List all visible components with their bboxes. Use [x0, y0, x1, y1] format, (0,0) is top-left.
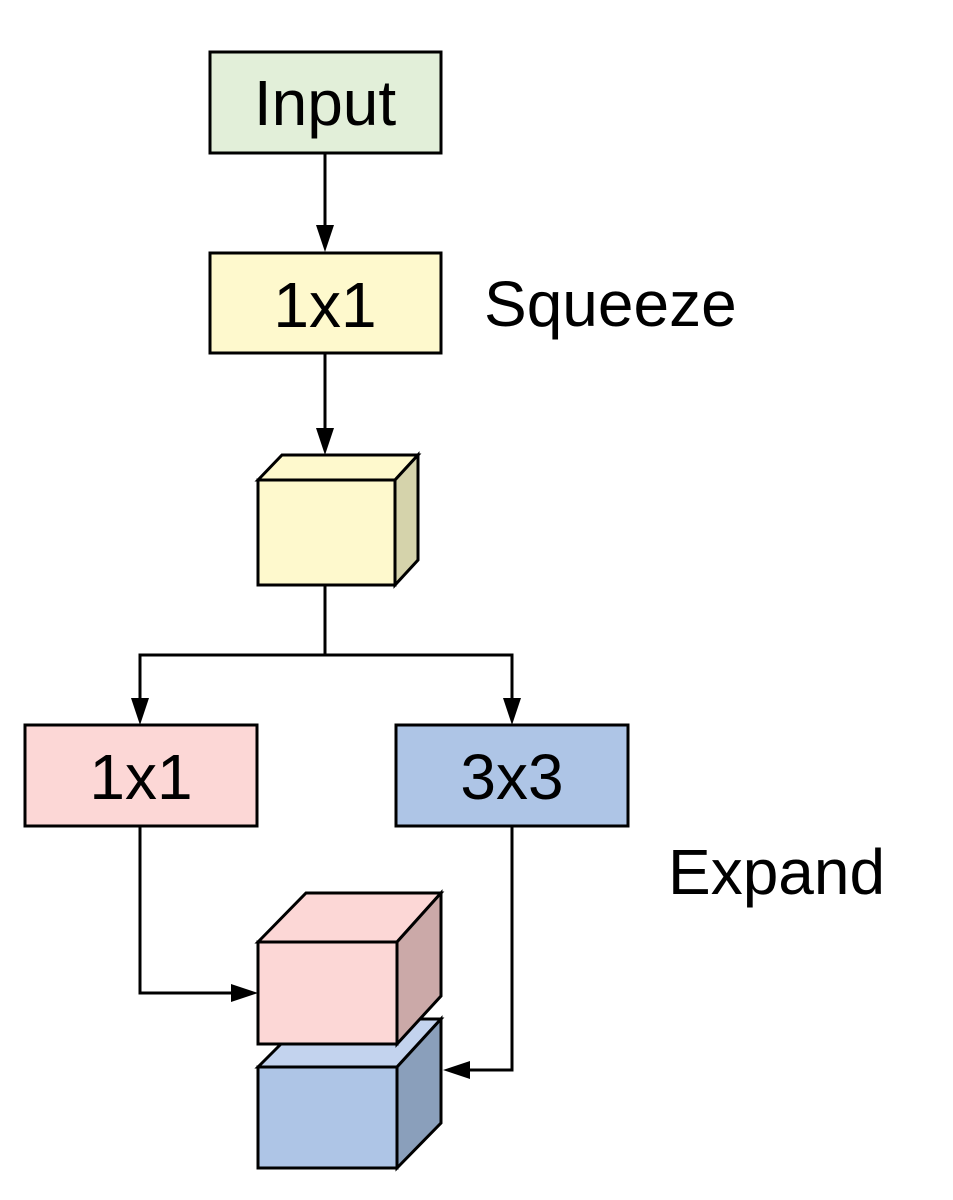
squeeze-stage-label: Squeeze: [484, 268, 737, 340]
squeeze-output-cube: [254, 451, 422, 589]
squeeze-cube-side: [393, 451, 420, 589]
arrowhead-squeeze-to-cube: [316, 428, 334, 455]
squeeze-conv-box: [208, 251, 443, 355]
input-label: Input: [254, 67, 397, 139]
edge-expand-1x1-to-output: [138, 826, 238, 995]
squeeze-cube-front: [256, 478, 397, 587]
expand-3x3-box: [394, 723, 630, 828]
input-box: [208, 50, 443, 155]
arrowhead-expand-3x3-to-output: [443, 1061, 470, 1079]
expand-3x3-label: 3x3: [460, 741, 563, 813]
blue-cube-front: [256, 1065, 399, 1170]
input-node: Input: [208, 50, 443, 155]
arrowhead-input-to-squeeze: [316, 225, 334, 252]
expand-3x3-node: 3x3: [394, 723, 630, 828]
expand-1x1-node: 1x1: [23, 723, 259, 828]
edge-split-to-expand-1x1: [138, 653, 325, 705]
expand-1x1-output-cube: [254, 889, 445, 1048]
pink-cube-front: [256, 940, 399, 1046]
squeeze-cube-top: [254, 453, 422, 482]
expand-stage-label: Expand: [668, 836, 885, 908]
arrowhead-expand-1x1-to-output: [231, 984, 258, 1002]
edge-split-to-expand-3x3: [325, 653, 514, 705]
edge-expand-3x3-to-output: [463, 826, 514, 1072]
arrowhead-split-to-expand-3x3: [503, 698, 521, 725]
expand-1x1-label: 1x1: [89, 741, 192, 813]
squeeze-conv-label: 1x1: [273, 269, 376, 341]
expand-1x1-box: [23, 723, 259, 828]
squeeze-conv-node: 1x1: [208, 251, 443, 355]
arrowhead-split-to-expand-1x1: [131, 698, 149, 725]
